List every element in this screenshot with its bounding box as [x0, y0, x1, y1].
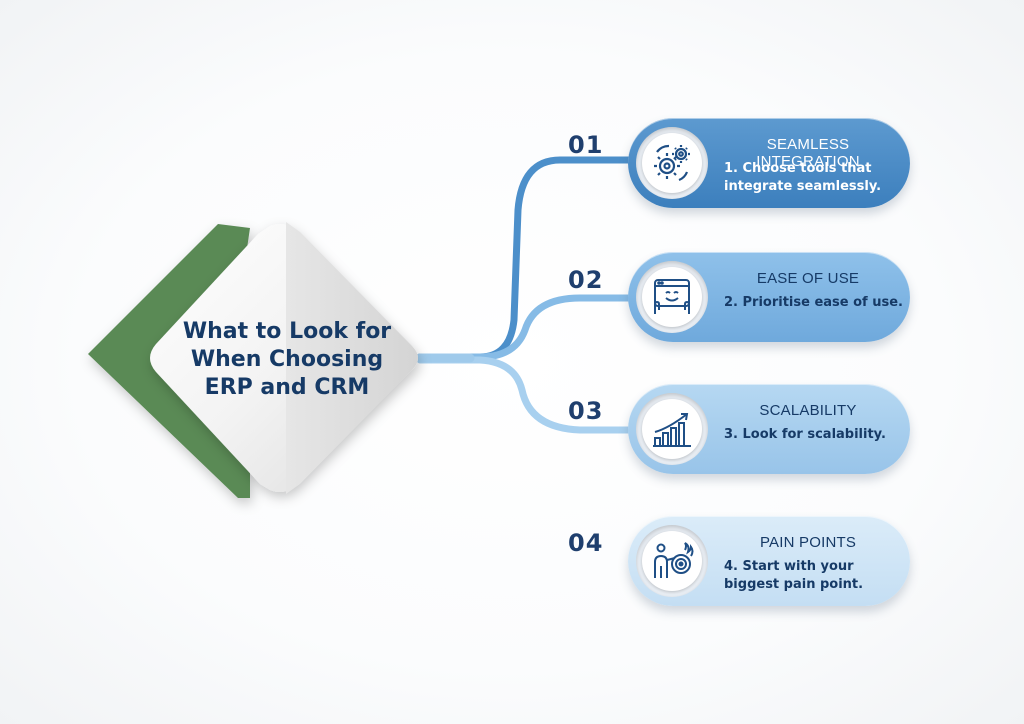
title-line-2: When Choosing — [190, 347, 384, 372]
card-description: 2. Prioritise ease of use. — [724, 295, 903, 310]
connector-03 — [416, 356, 644, 434]
gears-icon — [642, 133, 702, 193]
card-ease-of-use: EASE OF USE 2. Prioritise ease of use. — [628, 252, 910, 342]
hand-pointer-icon — [642, 267, 702, 327]
growth-chart-icon — [642, 399, 702, 459]
item-number-01: 01 — [568, 131, 604, 159]
item-number-03: 03 — [568, 397, 604, 425]
diamond-right-shade — [286, 222, 418, 494]
item-number-02: 02 — [568, 266, 604, 294]
card-description: 3. Look for scalability. — [724, 427, 886, 442]
title-line-3: ERP and CRM — [204, 375, 370, 400]
card-title: SEAMLESS INTEGRATION — [756, 136, 860, 170]
card-title: EASE OF USE — [756, 270, 860, 287]
card-title: SCALABILITY — [759, 402, 857, 419]
target-person-icon — [642, 531, 702, 591]
card-description: 1. Choose tools that integrate seamlessl… — [724, 161, 882, 194]
card-scalability: SCALABILITY 3. Look for scalability. — [628, 384, 910, 474]
card-title: PAIN POINTS — [759, 534, 857, 551]
title-line-1: What to Look for — [182, 319, 392, 344]
card-description: 4. Start with your biggest pain point. — [724, 559, 864, 592]
card-pain-points: PAIN POINTS 4. Start with your biggest p… — [628, 516, 910, 606]
card-seamless-integration: SEAMLESS INTEGRATION 1. Choose tools tha… — [628, 118, 910, 208]
page-title: What to Look for When Choosing ERP and C… — [167, 318, 407, 402]
item-number-04: 04 — [568, 529, 604, 557]
connector-02 — [416, 294, 644, 361]
